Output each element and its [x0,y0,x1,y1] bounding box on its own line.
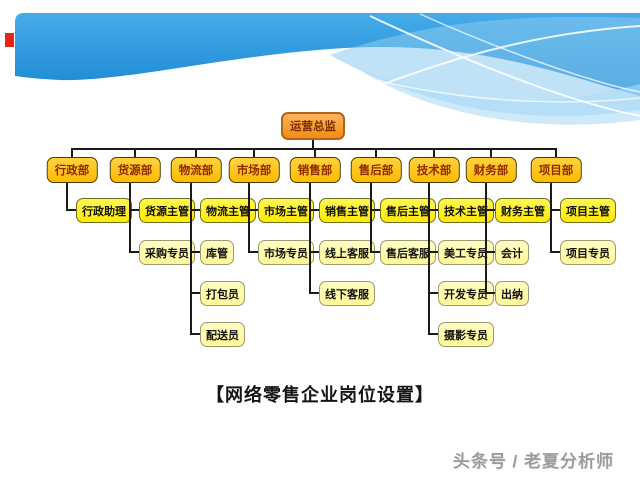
org-position-node: 技术主管 [438,198,494,223]
org-position-node: 出纳 [495,281,529,306]
connector-line [314,148,316,157]
org-dept-node: 行政部 [46,157,98,183]
connector-line [428,183,430,335]
connector-line [66,209,77,211]
connector-line [428,292,439,294]
connector-line [309,251,320,253]
connector-line [248,183,250,253]
connector-line [555,148,557,157]
wave-graphic [15,13,640,125]
org-position-node: 线下客服 [319,281,375,306]
connector-line [433,148,435,157]
org-position-node: 销售主管 [319,198,375,223]
org-dept-node: 物流部 [170,157,222,183]
org-position-node: 打包员 [200,281,245,306]
connector-line [190,209,201,211]
org-position-node: 售后客服 [380,240,436,265]
red-accent-mark [5,33,14,47]
org-position-node: 货源主管 [139,198,195,223]
org-dept-node: 项目部 [530,157,582,183]
connector-line [370,209,381,211]
connector-line [190,333,201,335]
connector-line [309,292,320,294]
connector-line [190,251,201,253]
connector-line [248,251,259,253]
org-position-node: 物流主管 [200,198,256,223]
connector-line [190,292,201,294]
connector-line [490,148,492,157]
org-dept-node: 财务部 [465,157,517,183]
connector-line [550,251,561,253]
connector-line [309,183,311,294]
connector-line [550,209,561,211]
connector-line [253,148,255,157]
org-root-node: 运营总监 [281,112,345,140]
connector-line [428,333,439,335]
org-position-node: 线上客服 [319,240,375,265]
org-dept-node: 销售部 [289,157,341,183]
connector-line [485,251,496,253]
connector-line [248,209,259,211]
connector-line [66,183,68,211]
connector-line [550,183,552,253]
org-position-node: 财务主管 [495,198,551,223]
connector-line [485,292,496,294]
org-position-node: 行政助理 [76,198,132,223]
org-position-node: 市场专员 [258,240,314,265]
connector-line [195,148,197,157]
org-position-node: 项目主管 [560,198,616,223]
org-dept-node: 技术部 [408,157,460,183]
connector-line [312,140,314,150]
connector-line [370,251,381,253]
org-position-node: 美工专员 [438,240,494,265]
org-dept-node: 货源部 [109,157,161,183]
org-dept-node: 市场部 [228,157,280,183]
connector-line [190,183,192,335]
org-position-node: 库管 [200,240,234,265]
connector-line [375,148,377,157]
org-position-node: 摄影专员 [438,322,494,347]
connector-line [134,148,136,157]
connector-line [129,251,140,253]
connector-line [129,209,140,211]
org-dept-node: 售后部 [350,157,402,183]
header-wave-decoration [0,0,640,135]
org-position-node: 项目专员 [560,240,616,265]
org-position-node: 会计 [495,240,529,265]
connector-line [309,209,320,211]
connector-line [71,148,73,157]
org-position-node: 配送员 [200,322,245,347]
diagram-caption: 【网络零售企业岗位设置】 [206,385,434,405]
org-position-node: 采购专员 [139,240,195,265]
connector-line [485,209,496,211]
connector-line [370,183,372,253]
org-position-node: 市场主管 [258,198,314,223]
watermark-text: 头条号 / 老夏分析师 [452,452,614,471]
org-position-node: 售后主管 [380,198,436,223]
connector-line [428,209,439,211]
connector-line [485,183,487,294]
connector-line [428,251,439,253]
connector-line [129,183,131,253]
org-position-node: 开发专员 [438,281,494,306]
